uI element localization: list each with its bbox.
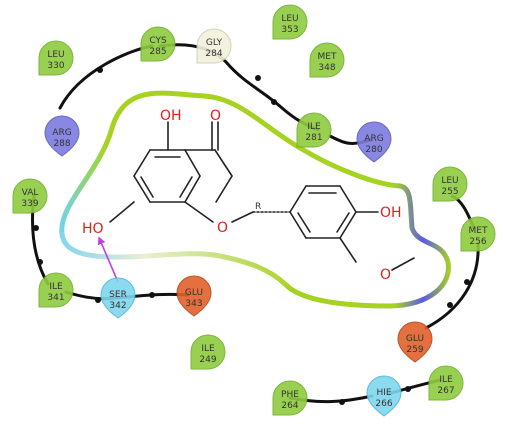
residue-shape bbox=[44, 115, 80, 157]
atom-ho-left: HO bbox=[82, 221, 104, 237]
residue-number: 341 bbox=[47, 293, 64, 303]
residue-number: 249 bbox=[199, 355, 216, 365]
residue-name: ARG bbox=[364, 134, 383, 144]
atom-oh-top: OH bbox=[160, 108, 182, 124]
residue-name: HIE bbox=[376, 388, 391, 398]
residue-shape bbox=[397, 321, 433, 363]
residue-shape bbox=[140, 26, 176, 62]
residue-number: 255 bbox=[441, 187, 458, 197]
residue-number: 281 bbox=[305, 133, 322, 143]
residue-number: 330 bbox=[47, 61, 64, 71]
residue-shape bbox=[272, 4, 308, 40]
residue-shape bbox=[38, 40, 74, 76]
residue-shape bbox=[309, 42, 345, 78]
residue-name: GLU bbox=[406, 334, 424, 344]
residue-name: SER bbox=[109, 290, 127, 300]
residue-number: 285 bbox=[149, 47, 166, 57]
ligand-bonds bbox=[109, 121, 415, 271]
residue-shape bbox=[38, 272, 74, 308]
residue-number: 267 bbox=[437, 386, 454, 396]
residue-number: 259 bbox=[406, 345, 423, 355]
residue-shape bbox=[432, 166, 468, 202]
residue-number: 348 bbox=[318, 63, 335, 73]
atom-o-ring: O bbox=[217, 220, 228, 236]
residue-shape bbox=[190, 334, 226, 370]
atom-o-keto: O bbox=[210, 108, 221, 124]
atom-oh-right: OH bbox=[380, 205, 402, 221]
residue-number: 256 bbox=[469, 237, 486, 247]
residue-number: 343 bbox=[185, 299, 202, 309]
residue-name: LEU bbox=[47, 50, 64, 60]
residue-shape bbox=[176, 275, 212, 317]
residue-number: 339 bbox=[21, 199, 38, 209]
residue-shape bbox=[100, 277, 136, 319]
residue-name: LEU bbox=[281, 14, 298, 24]
residue-name: CYS bbox=[149, 36, 167, 46]
residue-name: ILE bbox=[201, 344, 215, 354]
residue-name: GLU bbox=[185, 288, 203, 298]
residue-shape bbox=[12, 178, 48, 214]
residue-shape bbox=[460, 216, 496, 252]
residue-number: 342 bbox=[109, 301, 126, 311]
binding-pocket-outline bbox=[59, 90, 451, 309]
residue-number: 264 bbox=[281, 401, 298, 411]
backbone-chain-bottom bbox=[288, 378, 442, 404]
residue-name: ILE bbox=[439, 375, 453, 385]
backbone-chain-right bbox=[424, 194, 480, 330]
backbone-dots bbox=[33, 67, 470, 405]
residue-name: MET bbox=[469, 226, 488, 236]
residue-number: 266 bbox=[375, 399, 392, 409]
residue-number: 284 bbox=[205, 49, 222, 59]
residue-shape bbox=[356, 121, 392, 163]
residue-number: 280 bbox=[365, 145, 382, 155]
residue-shape bbox=[296, 112, 332, 148]
residue-shape bbox=[272, 380, 308, 416]
residue-name: PHE bbox=[281, 390, 299, 400]
residue-name: MET bbox=[318, 52, 337, 62]
residue-name: VAL bbox=[22, 188, 39, 198]
residue-number: 288 bbox=[53, 139, 70, 149]
residue-shape bbox=[196, 28, 232, 64]
residue-shape bbox=[428, 365, 464, 401]
atom-o-methoxy: O bbox=[380, 267, 391, 283]
residue-number: 353 bbox=[281, 25, 298, 35]
residue-name: ARG bbox=[52, 128, 71, 138]
residue-group: LEU330CYS285GLY284LEU353MET348ARG288ILE2… bbox=[12, 4, 496, 417]
hbond-arrow bbox=[97, 236, 119, 283]
residue-name: ILE bbox=[307, 122, 321, 132]
residue-shape bbox=[366, 375, 402, 417]
residue-name: LEU bbox=[441, 176, 458, 186]
ligand-atom-labels: OH O HO O R OH O bbox=[82, 108, 402, 283]
stereo-label: R bbox=[255, 202, 261, 212]
residue-name: GLY bbox=[206, 38, 223, 48]
residue-name: ILE bbox=[49, 282, 63, 292]
